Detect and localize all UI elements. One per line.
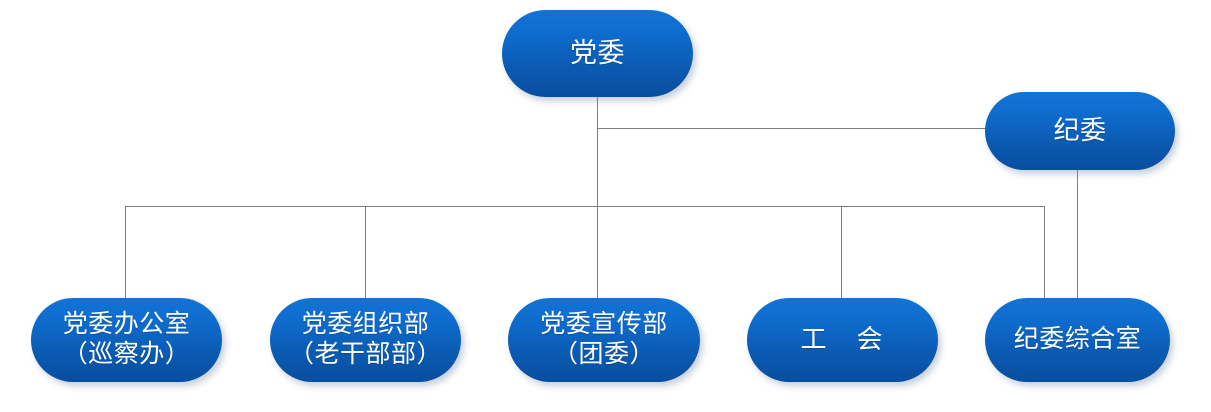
node-dangwei-bangongshi[interactable]: 党委办公室 （巡察办） [31, 298, 222, 382]
connector-drop-dangwei-zuzhibu [365, 206, 366, 299]
connector-drop-dangwei-bangongshi [125, 206, 126, 299]
node-jiwei[interactable]: 纪委 [985, 92, 1175, 170]
node-dangwei-xuanchuanbu[interactable]: 党委宣传部 （团委） [508, 298, 700, 382]
node-jiwei-zonghesh[interactable]: 纪委综合室 [985, 298, 1170, 382]
connector-horizontal-bus [125, 206, 1045, 207]
node-jiwei-zonghesh-label: 纪委综合室 [1013, 325, 1142, 353]
node-gonghui-label: 工 会 [800, 325, 885, 355]
connector-drop-bus-right [1044, 206, 1045, 299]
node-dangwei-zuzhibu[interactable]: 党委组织部 （老干部部） [270, 298, 461, 382]
node-dangwei-bangongshi-label: 党委办公室 （巡察办） [62, 310, 191, 369]
node-dangwei-zuzhibu-label: 党委组织部 （老干部部） [288, 310, 442, 369]
node-gonghui[interactable]: 工 会 [747, 298, 938, 382]
connector-drop-jiwei-zonghesh [1077, 170, 1078, 299]
node-dangwei-xuanchuanbu-label: 党委宣传部 （团委） [540, 310, 668, 369]
connector-root-stem [597, 97, 598, 207]
connector-root-to-jiwei [597, 128, 987, 129]
connector-drop-dangwei-xuanchuanbu [597, 206, 598, 299]
node-jiwei-label: 纪委 [1053, 116, 1107, 146]
node-dangwei-label: 党委 [570, 38, 625, 69]
node-dangwei[interactable]: 党委 [502, 10, 693, 97]
connector-drop-gonghui [841, 206, 842, 299]
